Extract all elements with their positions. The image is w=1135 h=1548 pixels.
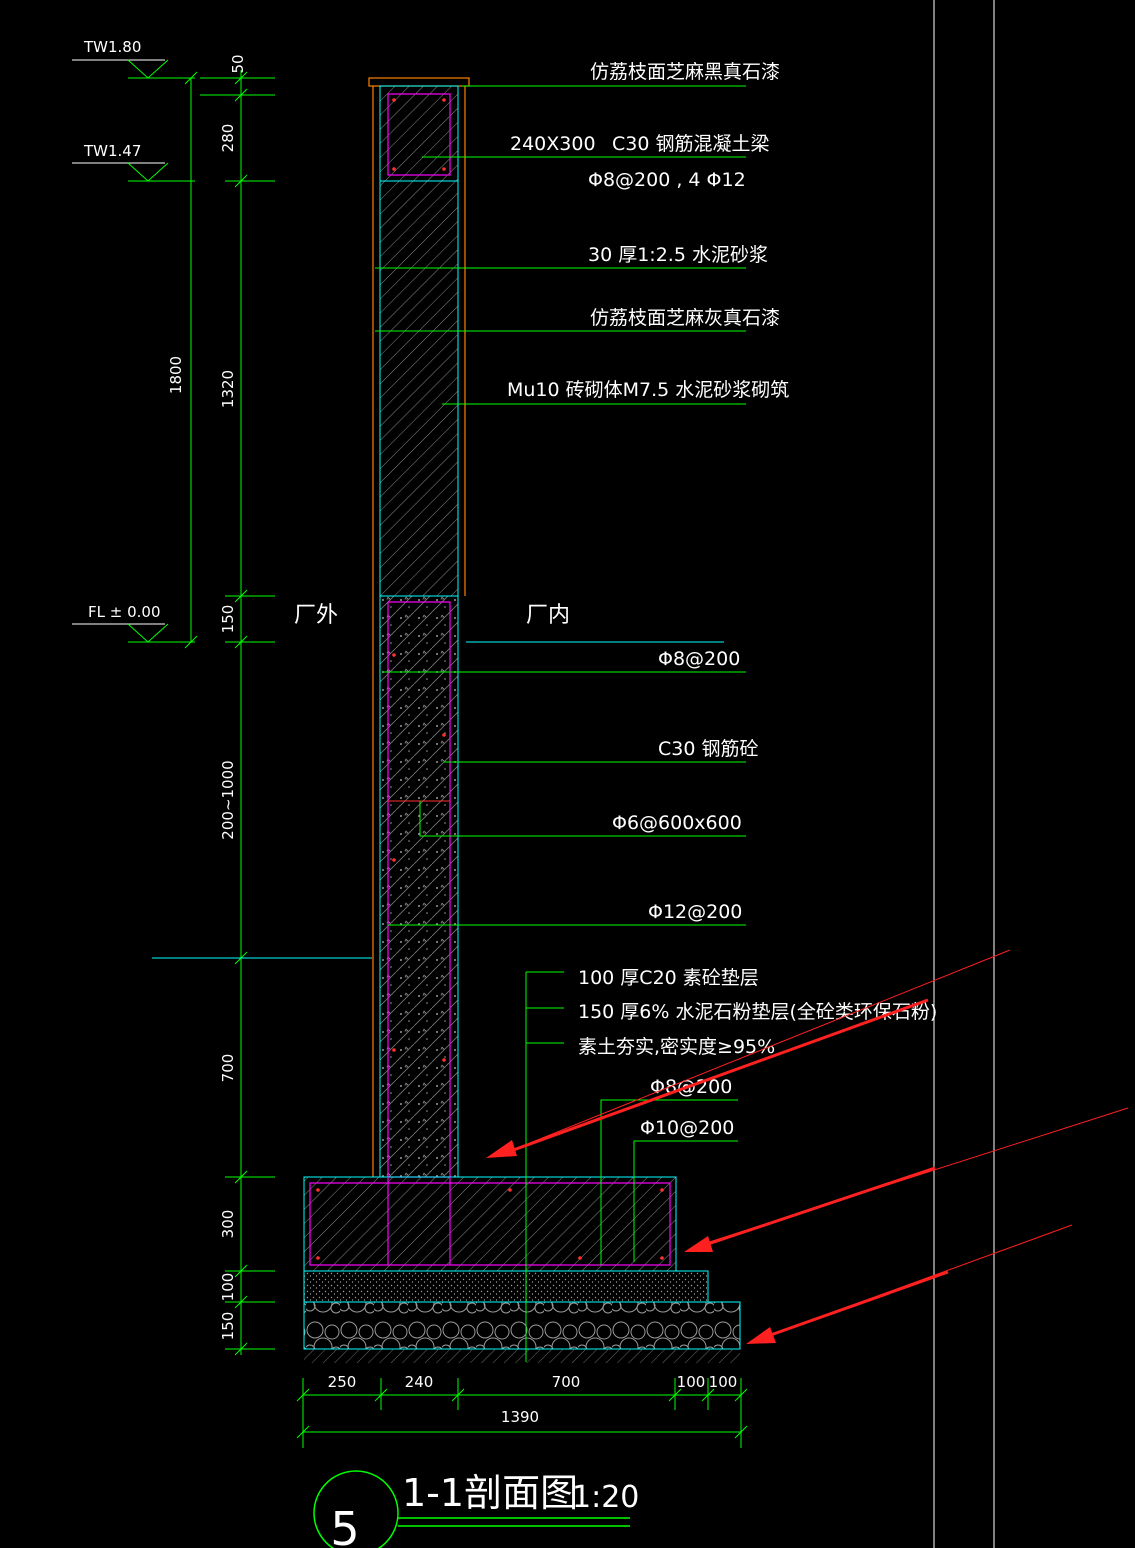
level-mark-tw147: TW1.47 — [72, 142, 195, 182]
dim-200-1000: 200~1000 — [219, 760, 237, 839]
title-number: 5 — [330, 1502, 359, 1548]
vertical-dimension-chain — [200, 70, 275, 1356]
svg-text:TW1.80: TW1.80 — [83, 38, 141, 56]
note-stone-powder-cushion: 150 厚6% 水泥石粉垫层(全砼类环保石粉) — [578, 1001, 937, 1023]
note-beam-rebar: Φ8@200 , 4 Φ12 — [588, 169, 746, 191]
note-beam-size: 240X300 — [510, 133, 596, 155]
level-mark-fl: FL ± 0.00 — [72, 603, 195, 643]
label-outside: 厂外 — [294, 603, 338, 628]
hdim-1390: 1390 — [501, 1408, 539, 1426]
dim-100: 100 — [219, 1273, 237, 1302]
drawing-scale: 1:20 — [572, 1480, 639, 1515]
dim-280: 280 — [219, 124, 237, 153]
red-arrows — [486, 949, 1129, 1344]
note-rebar-phi12: Φ12@200 — [648, 901, 742, 923]
hdim-100b: 100 — [709, 1373, 738, 1391]
title-block: 5 1-1剖面图 1:20 — [313, 1470, 639, 1548]
note-footing-phi10: Φ10@200 — [640, 1117, 734, 1139]
note-masonry: Mu10 砖砌体M7.5 水泥砂浆砌筑 — [507, 379, 789, 401]
hdim-250: 250 — [328, 1373, 357, 1391]
vertical-dimension-outer — [184, 71, 198, 649]
note-c30-rc: C30 钢筋砼 — [658, 738, 758, 760]
note-black-stone-paint: 仿荔枝面芝麻黑真石漆 — [590, 61, 780, 83]
dim-700: 700 — [219, 1054, 237, 1083]
horizontal-dimension-chain — [296, 1378, 748, 1448]
hdim-100a: 100 — [677, 1373, 706, 1391]
dim-150-top: 150 — [219, 605, 237, 634]
dim-1320: 1320 — [219, 370, 237, 408]
note-cement-mortar: 30 厚1:2.5 水泥砂浆 — [588, 244, 768, 266]
label-inside: 厂内 — [526, 603, 570, 628]
note-rebar-phi8: Φ8@200 — [658, 648, 740, 670]
dim-150-bottom: 150 — [219, 1312, 237, 1341]
title-number-circle — [313, 1470, 399, 1548]
dim-300: 300 — [219, 1210, 237, 1239]
note-beam-concrete: C30 钢筋混凝土梁 — [612, 133, 769, 155]
note-rebar-phi6: Φ6@600x600 — [612, 812, 742, 834]
wall-section — [152, 77, 741, 1363]
level-mark-tw180: TW1.80 — [72, 38, 195, 79]
hdim-700: 700 — [552, 1373, 581, 1391]
hdim-240: 240 — [405, 1373, 434, 1391]
note-grey-stone-paint: 仿荔枝面芝麻灰真石漆 — [590, 307, 780, 329]
svg-text:TW1.47: TW1.47 — [83, 142, 141, 160]
note-c20-cushion: 100 厚C20 素砼垫层 — [578, 967, 759, 989]
dim-50: 50 — [229, 54, 247, 73]
leader-lines — [375, 85, 746, 1362]
note-compacted-soil: 素土夯实,密实度≥95% — [578, 1036, 775, 1058]
svg-text:FL ± 0.00: FL ± 0.00 — [88, 603, 161, 621]
drawing-title: 1-1剖面图 — [402, 1471, 578, 1515]
dim-1800: 1800 — [167, 356, 185, 394]
